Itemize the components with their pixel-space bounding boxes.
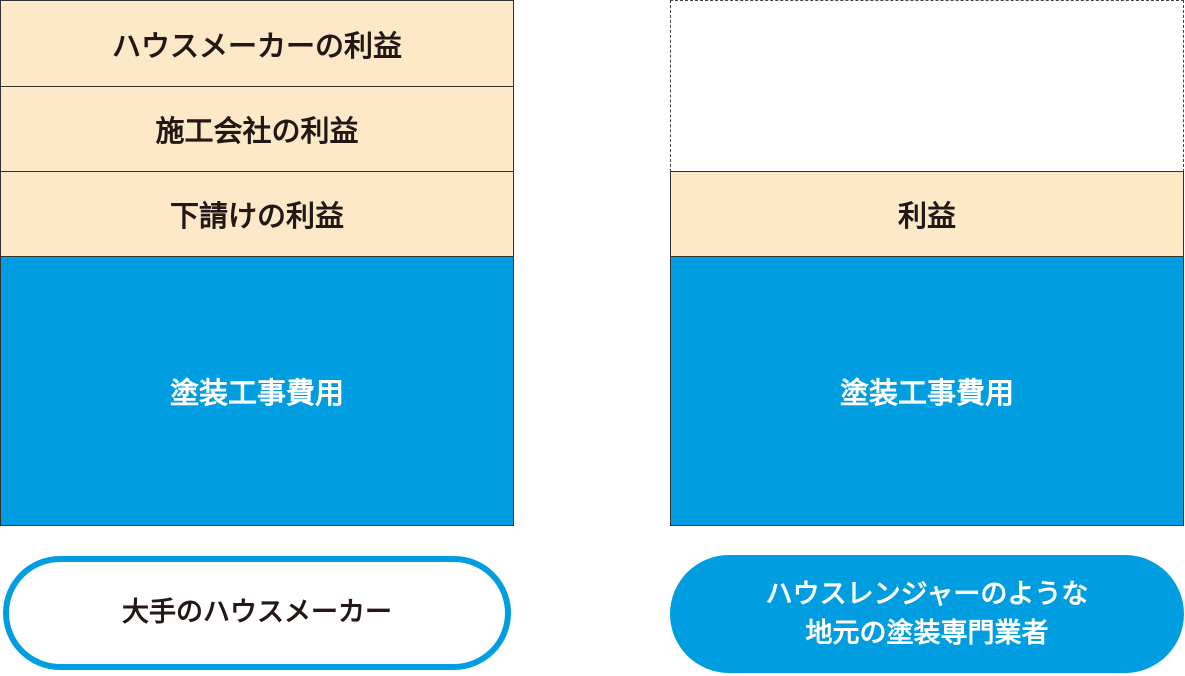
left-painting-cost-block: 塗装工事費用	[0, 256, 514, 526]
house-maker-caption: 大手のハウスメーカー	[3, 556, 511, 670]
local-specialist-caption-line-1: ハウスレンジャーのような	[765, 578, 1089, 610]
contractor-profit-layer: 施工会社の利益	[0, 86, 514, 172]
house-maker-profit-layer: ハウスメーカーの利益	[0, 0, 514, 87]
subcontractor-profit-layer: 下請けの利益	[0, 171, 514, 257]
house-maker-caption-text: 大手のハウスメーカー	[122, 597, 392, 629]
removed-margin-placeholder	[670, 0, 1184, 172]
local-profit-layer: 利益	[670, 171, 1184, 257]
local-specialist-caption: ハウスレンジャーのような 地元の塗装専門業者	[670, 555, 1184, 673]
local-specialist-caption-line-2: 地元の塗装専門業者	[805, 618, 1049, 649]
right-painting-cost-block: 塗装工事費用	[670, 256, 1184, 526]
